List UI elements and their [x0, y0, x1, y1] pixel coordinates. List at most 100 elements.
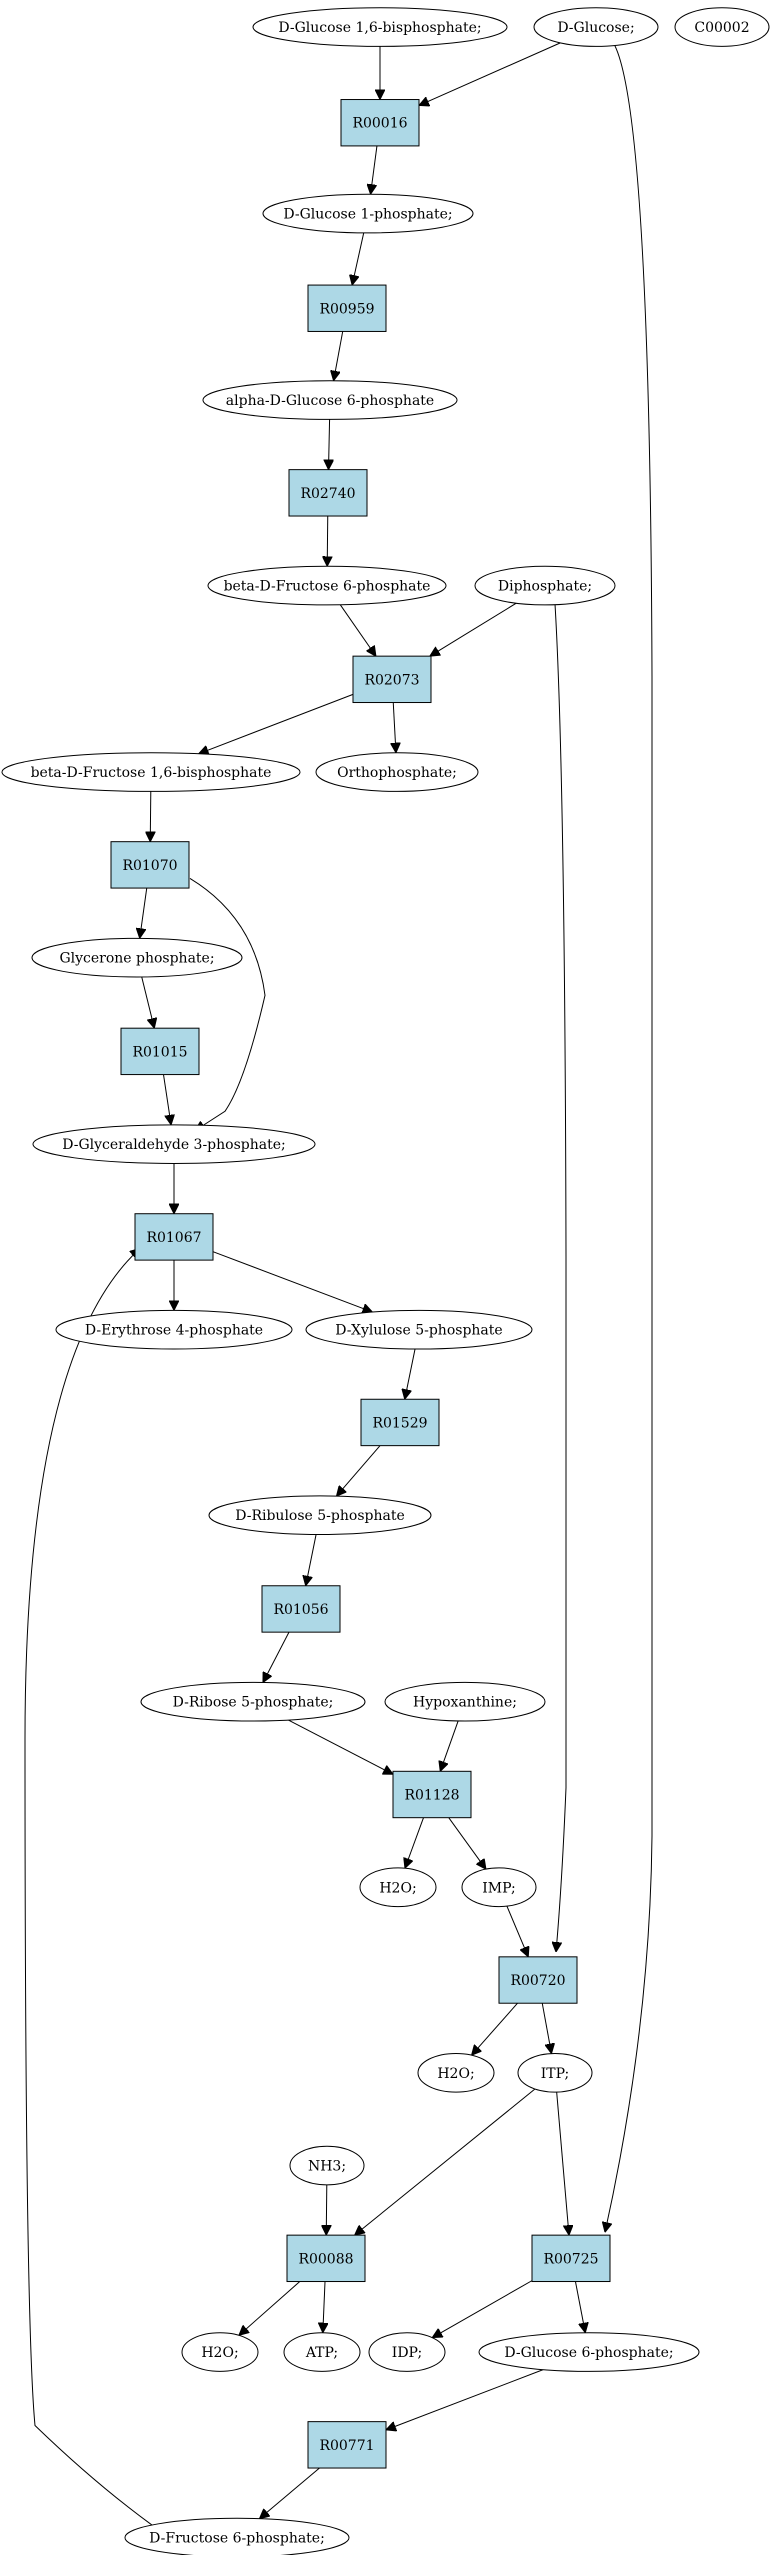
edge-glucose-to-r00725	[605, 40, 653, 2233]
node-label: H2O;	[437, 2066, 474, 2082]
edge-aglc6p-to-r02740	[329, 419, 330, 469]
node-label: D-Glucose;	[557, 20, 634, 36]
node-label: D-Glucose 6-phosphate;	[504, 2345, 673, 2361]
node-label: R00016	[352, 116, 407, 132]
reaction-box	[392, 1770, 472, 1819]
edge-glc6p-to-r00771	[386, 2369, 544, 2430]
edge-r00088-to-h2o_3	[239, 2281, 301, 2336]
node-label: R02740	[300, 486, 355, 502]
compound-node-gap: D-Glyceraldehyde 3-phosphate;	[32, 1124, 316, 1164]
node-label: R01015	[132, 1044, 187, 1060]
node-label: ATP;	[305, 2345, 338, 2361]
node-label: beta-D-Fructose 1,6-bisphosphate	[31, 765, 272, 781]
edge-r01015-to-gap	[163, 1074, 172, 1125]
node-label: R00771	[319, 2438, 374, 2454]
edge-r02073-to-orthophosphate	[393, 702, 396, 753]
node-label: Glycerone phosphate;	[59, 951, 214, 967]
reaction-box	[134, 1213, 214, 1261]
reaction-box	[352, 655, 432, 704]
node-label: D-Fructose 6-phosphate;	[149, 2531, 325, 2547]
node-label: D-Glucose 1,6-bisphosphate;	[278, 20, 481, 36]
reaction-node-r01015: R01015	[120, 1027, 200, 1076]
compound-node-orthophosphate: Orthophosphate;	[315, 752, 479, 792]
edge-r02740-to-bfru6p	[327, 516, 328, 566]
node-label: R01529	[372, 1415, 427, 1431]
node-label: R00720	[510, 1973, 565, 1989]
node-label: R01128	[404, 1787, 459, 1803]
reaction-node-r01070: R01070	[110, 841, 190, 889]
compound-node-rib5p: D-Ribose 5-phosphate;	[140, 1681, 366, 1722]
compound-ellipse	[207, 565, 447, 606]
edge-itp-to-r00088	[355, 2088, 536, 2235]
edge-glycerone-to-r01015	[141, 976, 155, 1028]
reaction-box	[498, 1956, 578, 2004]
reaction-box	[288, 469, 368, 517]
compound-node-glc16bp: D-Glucose 1,6-bisphosphate;	[252, 7, 508, 47]
edge-r01128-to-imp	[448, 1817, 486, 1869]
edge-r00771-to-fru6p	[259, 2467, 320, 2519]
node-label: ITP;	[541, 2066, 570, 2082]
compound-ellipse	[181, 2332, 259, 2372]
node-label: D-Xylulose 5-phosphate	[335, 1323, 502, 1339]
compound-node-glycerone: Glycerone phosphate;	[31, 937, 243, 978]
node-label: H2O;	[201, 2345, 238, 2361]
compound-node-xyl5p: D-Xylulose 5-phosphate	[305, 1309, 533, 1350]
reaction-node-r00088: R00088	[286, 2234, 366, 2283]
compound-ellipse	[252, 7, 508, 47]
compound-node-h2o_2: H2O;	[417, 2052, 495, 2093]
node-label: Hypoxanthine;	[413, 1695, 517, 1711]
compound-node-diphosphate: Diphosphate;	[474, 565, 616, 606]
compound-node-imp: IMP;	[461, 1867, 537, 1908]
node-label: D-Ribose 5-phosphate;	[173, 1695, 334, 1711]
compound-node-atp: ATP;	[283, 2332, 361, 2372]
edge-bfru16bp-to-r01070	[150, 791, 151, 841]
edge-nh3-to-r00088	[326, 2184, 327, 2235]
edge-fru6p-to-r01067	[24, 1249, 153, 2526]
compound-node-fru6p: D-Fructose 6-phosphate;	[124, 2517, 350, 2555]
reaction-node-r01056: R01056	[261, 1585, 341, 1633]
edge-glucose-to-r00016	[419, 42, 561, 106]
compound-ellipse	[315, 752, 479, 792]
edge-diphosphate-to-r02073	[430, 602, 517, 656]
edge-itp-to-r00725	[556, 2092, 569, 2235]
edge-glc1p-to-r00959	[352, 232, 365, 285]
compound-node-glucose: D-Glucose;	[533, 7, 659, 47]
node-label: R00959	[319, 301, 374, 317]
compound-node-idp: IDP;	[368, 2332, 446, 2372]
compound-ellipse	[283, 2332, 361, 2372]
compound-node-h2o_1: H2O;	[359, 1867, 437, 1908]
compound-ellipse	[674, 7, 770, 47]
edge-r01056-to-rib5p	[263, 1631, 290, 1682]
edge-r00959-to-aglc6p	[334, 331, 344, 380]
reaction-node-r00016: R00016	[340, 99, 420, 147]
compound-node-glc1p: D-Glucose 1-phosphate;	[262, 193, 474, 234]
reaction-node-r00720: R00720	[498, 1956, 578, 2004]
node-label: R01067	[146, 1230, 201, 1246]
node-label: R01070	[122, 858, 177, 874]
edge-r00016-to-glc1p	[371, 145, 378, 194]
compound-node-bfru6p: beta-D-Fructose 6-phosphate	[207, 565, 447, 606]
node-label: R00725	[543, 2251, 598, 2267]
node-label: H2O;	[379, 1880, 416, 1896]
edge-r01070-to-glycerone	[140, 887, 148, 938]
reaction-node-r01529: R01529	[360, 1398, 440, 1447]
node-label: D-Erythrose 4-phosphate	[85, 1323, 263, 1339]
node-label: R02073	[364, 672, 419, 688]
compound-ellipse	[417, 2052, 495, 2093]
node-label: R00088	[298, 2251, 353, 2267]
reaction-box	[360, 1398, 440, 1447]
compound-node-ery4p: D-Erythrose 4-phosphate	[55, 1309, 293, 1350]
reaction-box	[307, 284, 387, 332]
compound-ellipse	[140, 1681, 366, 1722]
compound-ellipse	[461, 1867, 537, 1908]
edge-r01529-to-rbl5p	[336, 1445, 381, 1496]
edge-r01128-to-h2o_1	[405, 1817, 424, 1869]
compound-node-glc6p: D-Glucose 6-phosphate;	[478, 2332, 700, 2372]
node-label: D-Ribulose 5-phosphate	[235, 1508, 405, 1524]
compound-ellipse	[517, 2052, 593, 2093]
node-label: Diphosphate;	[498, 579, 592, 595]
compound-ellipse	[478, 2332, 700, 2372]
compound-ellipse	[31, 937, 243, 978]
node-label: NH3;	[308, 2159, 346, 2175]
